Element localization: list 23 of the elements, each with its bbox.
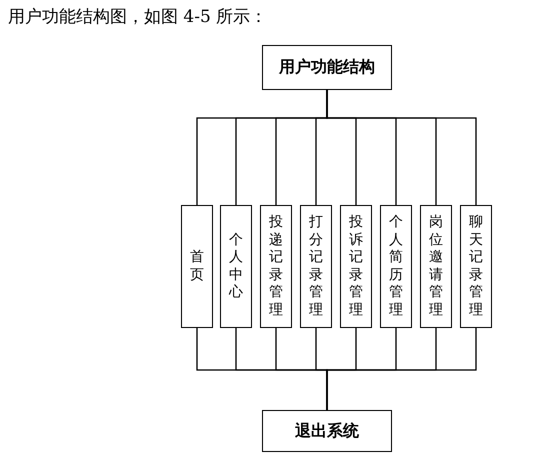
node-label: 用户功能结构 <box>279 57 375 78</box>
module-box <box>420 205 452 328</box>
system-box <box>262 410 392 452</box>
system-box <box>262 45 392 90</box>
module-box <box>340 205 372 328</box>
node-label: 投诉记录管理 <box>349 214 363 319</box>
node-label: 个人简历管理 <box>389 214 403 319</box>
node-label: 个人中心 <box>229 232 243 302</box>
connector-line <box>326 90 477 205</box>
node-label: 首页 <box>190 249 204 284</box>
node-label: 聊天记录管理 <box>469 214 483 319</box>
module-box <box>460 205 492 328</box>
heading-text: 用户功能结构图，如图 4-5 所示： <box>8 6 268 28</box>
module-box <box>300 205 332 328</box>
connector-line <box>326 328 477 410</box>
module-box <box>181 205 213 328</box>
node-label: 退出系统 <box>295 420 359 442</box>
node-label: 投递记录管理 <box>269 214 283 319</box>
module-box <box>260 205 292 328</box>
node-label: 打分记录管理 <box>309 214 323 319</box>
module-box <box>380 205 412 328</box>
node-label: 岗位邀请管理 <box>429 214 443 319</box>
module-box <box>220 205 252 328</box>
